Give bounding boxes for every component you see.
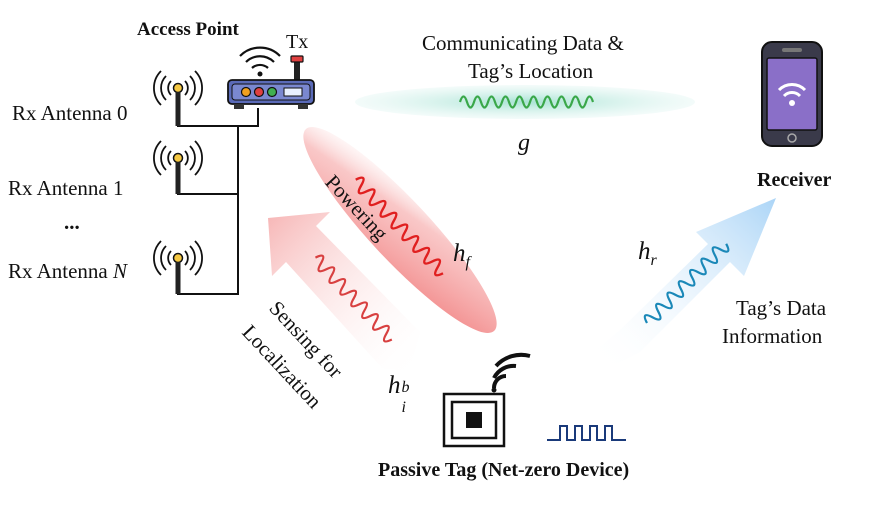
hf-sub: f (465, 254, 470, 271)
tx-label: Tx (286, 31, 309, 53)
hf-symbol: hf (453, 240, 470, 272)
antenna-wiring (177, 108, 259, 295)
passive-tag-icon (442, 352, 531, 448)
pulse-train-icon (547, 425, 626, 441)
sensing-beam (268, 212, 420, 372)
router-icon (227, 46, 315, 109)
sensing-wave (314, 254, 393, 343)
g-symbol: g (518, 130, 530, 156)
rx-antenna-1-icon (153, 140, 203, 194)
rx-antenna-n-label: Rx Antenna N (8, 259, 127, 284)
receiver-label: Receiver (757, 169, 832, 191)
rx-antenna-0-label: Rx Antenna 0 (12, 101, 128, 125)
rx-antenna-n-icon (153, 240, 203, 294)
hib-sup: b (401, 379, 410, 396)
comm-beam (355, 85, 695, 119)
comm-label-line1: Communicating Data & (422, 31, 624, 55)
hib-sub: i (401, 399, 406, 416)
hr-base: h (638, 238, 651, 265)
powering-wave (355, 176, 444, 277)
rx-antenna-0-icon (153, 70, 203, 126)
rx-antenna-n-prefix: Rx Antenna (8, 259, 113, 283)
hf-base: h (453, 240, 466, 267)
rx-antenna-1-label: Rx Antenna 1 (8, 176, 124, 200)
powering-beam (303, 127, 497, 333)
antenna-ellipsis: ... (64, 210, 80, 234)
tag-data-label-line2: Information (722, 324, 823, 348)
comm-label-line2: Tag’s Location (468, 59, 594, 83)
hr-sub: r (650, 252, 657, 269)
phone-icon (761, 41, 823, 147)
tag-data-wave (643, 243, 730, 324)
tag-data-label-line1: Tag’s Data (736, 296, 827, 320)
rx-antenna-n-var: N (113, 259, 128, 283)
hib-base: h (388, 372, 401, 399)
passive-tag-label: Passive Tag (Net-zero Device) (378, 459, 630, 481)
access-point-label: Access Point (137, 19, 239, 40)
comm-wave (458, 95, 595, 109)
hr-symbol: hr (638, 238, 657, 270)
